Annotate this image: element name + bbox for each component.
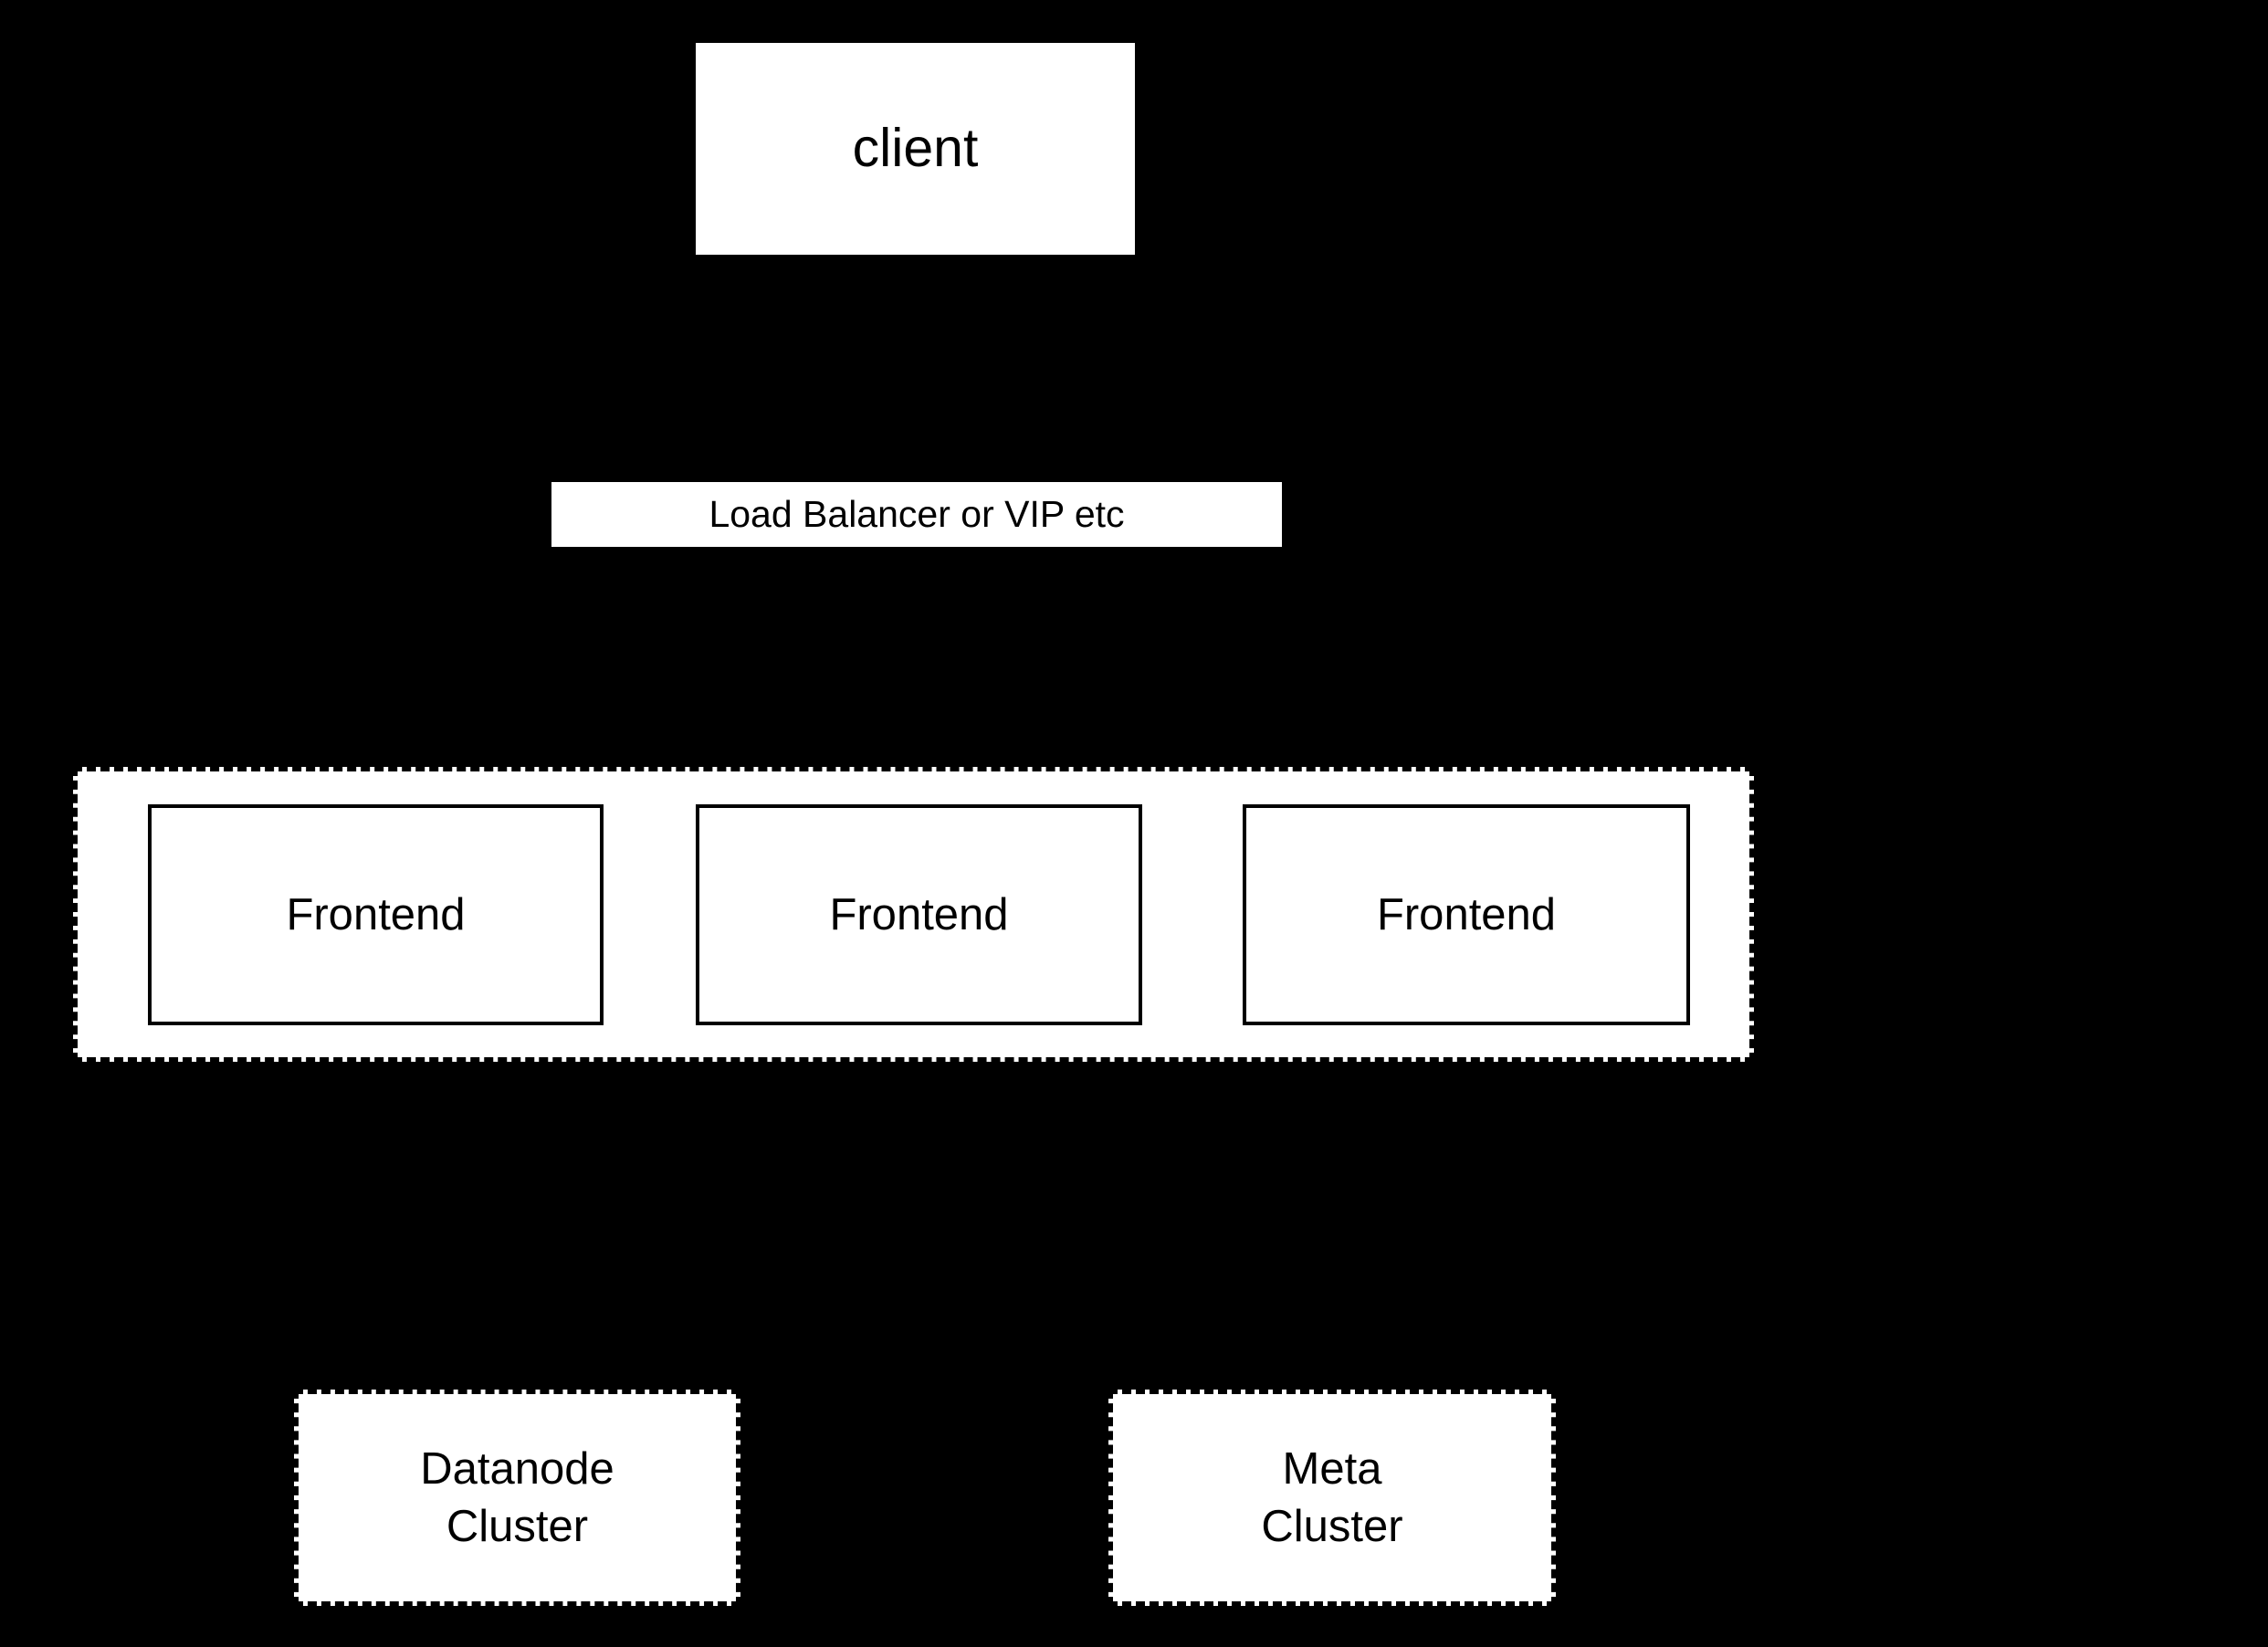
node-meta-cluster[interactable]: Meta Cluster [1108,1390,1556,1606]
node-meta-cluster-label: Meta Cluster [1261,1443,1403,1551]
edge-frontend-cluster-to-datanode-cluster [515,1062,519,1390]
node-load-balancer-label: Load Balancer or VIP etc [709,493,1125,536]
node-datanode-cluster[interactable]: Datanode Cluster [294,1390,740,1606]
node-client[interactable]: client [696,43,1135,255]
node-frontend-1[interactable]: Frontend [148,804,604,1025]
node-frontend-1-label: Frontend [286,889,466,939]
node-load-balancer[interactable]: Load Balancer or VIP etc [551,482,1282,547]
edge-client-to-load-balancer [913,255,917,482]
node-frontend-3-label: Frontend [1376,889,1557,939]
edge-frontend-cluster-to-meta-cluster [1330,1062,1334,1390]
node-client-label: client [852,118,979,179]
node-frontend-2[interactable]: Frontend [696,804,1142,1025]
node-frontend-2-label: Frontend [829,889,1009,939]
edge-load-balancer-to-frontend-cluster [913,547,917,767]
node-frontend-3[interactable]: Frontend [1243,804,1690,1025]
node-datanode-cluster-label: Datanode Cluster [420,1443,614,1551]
